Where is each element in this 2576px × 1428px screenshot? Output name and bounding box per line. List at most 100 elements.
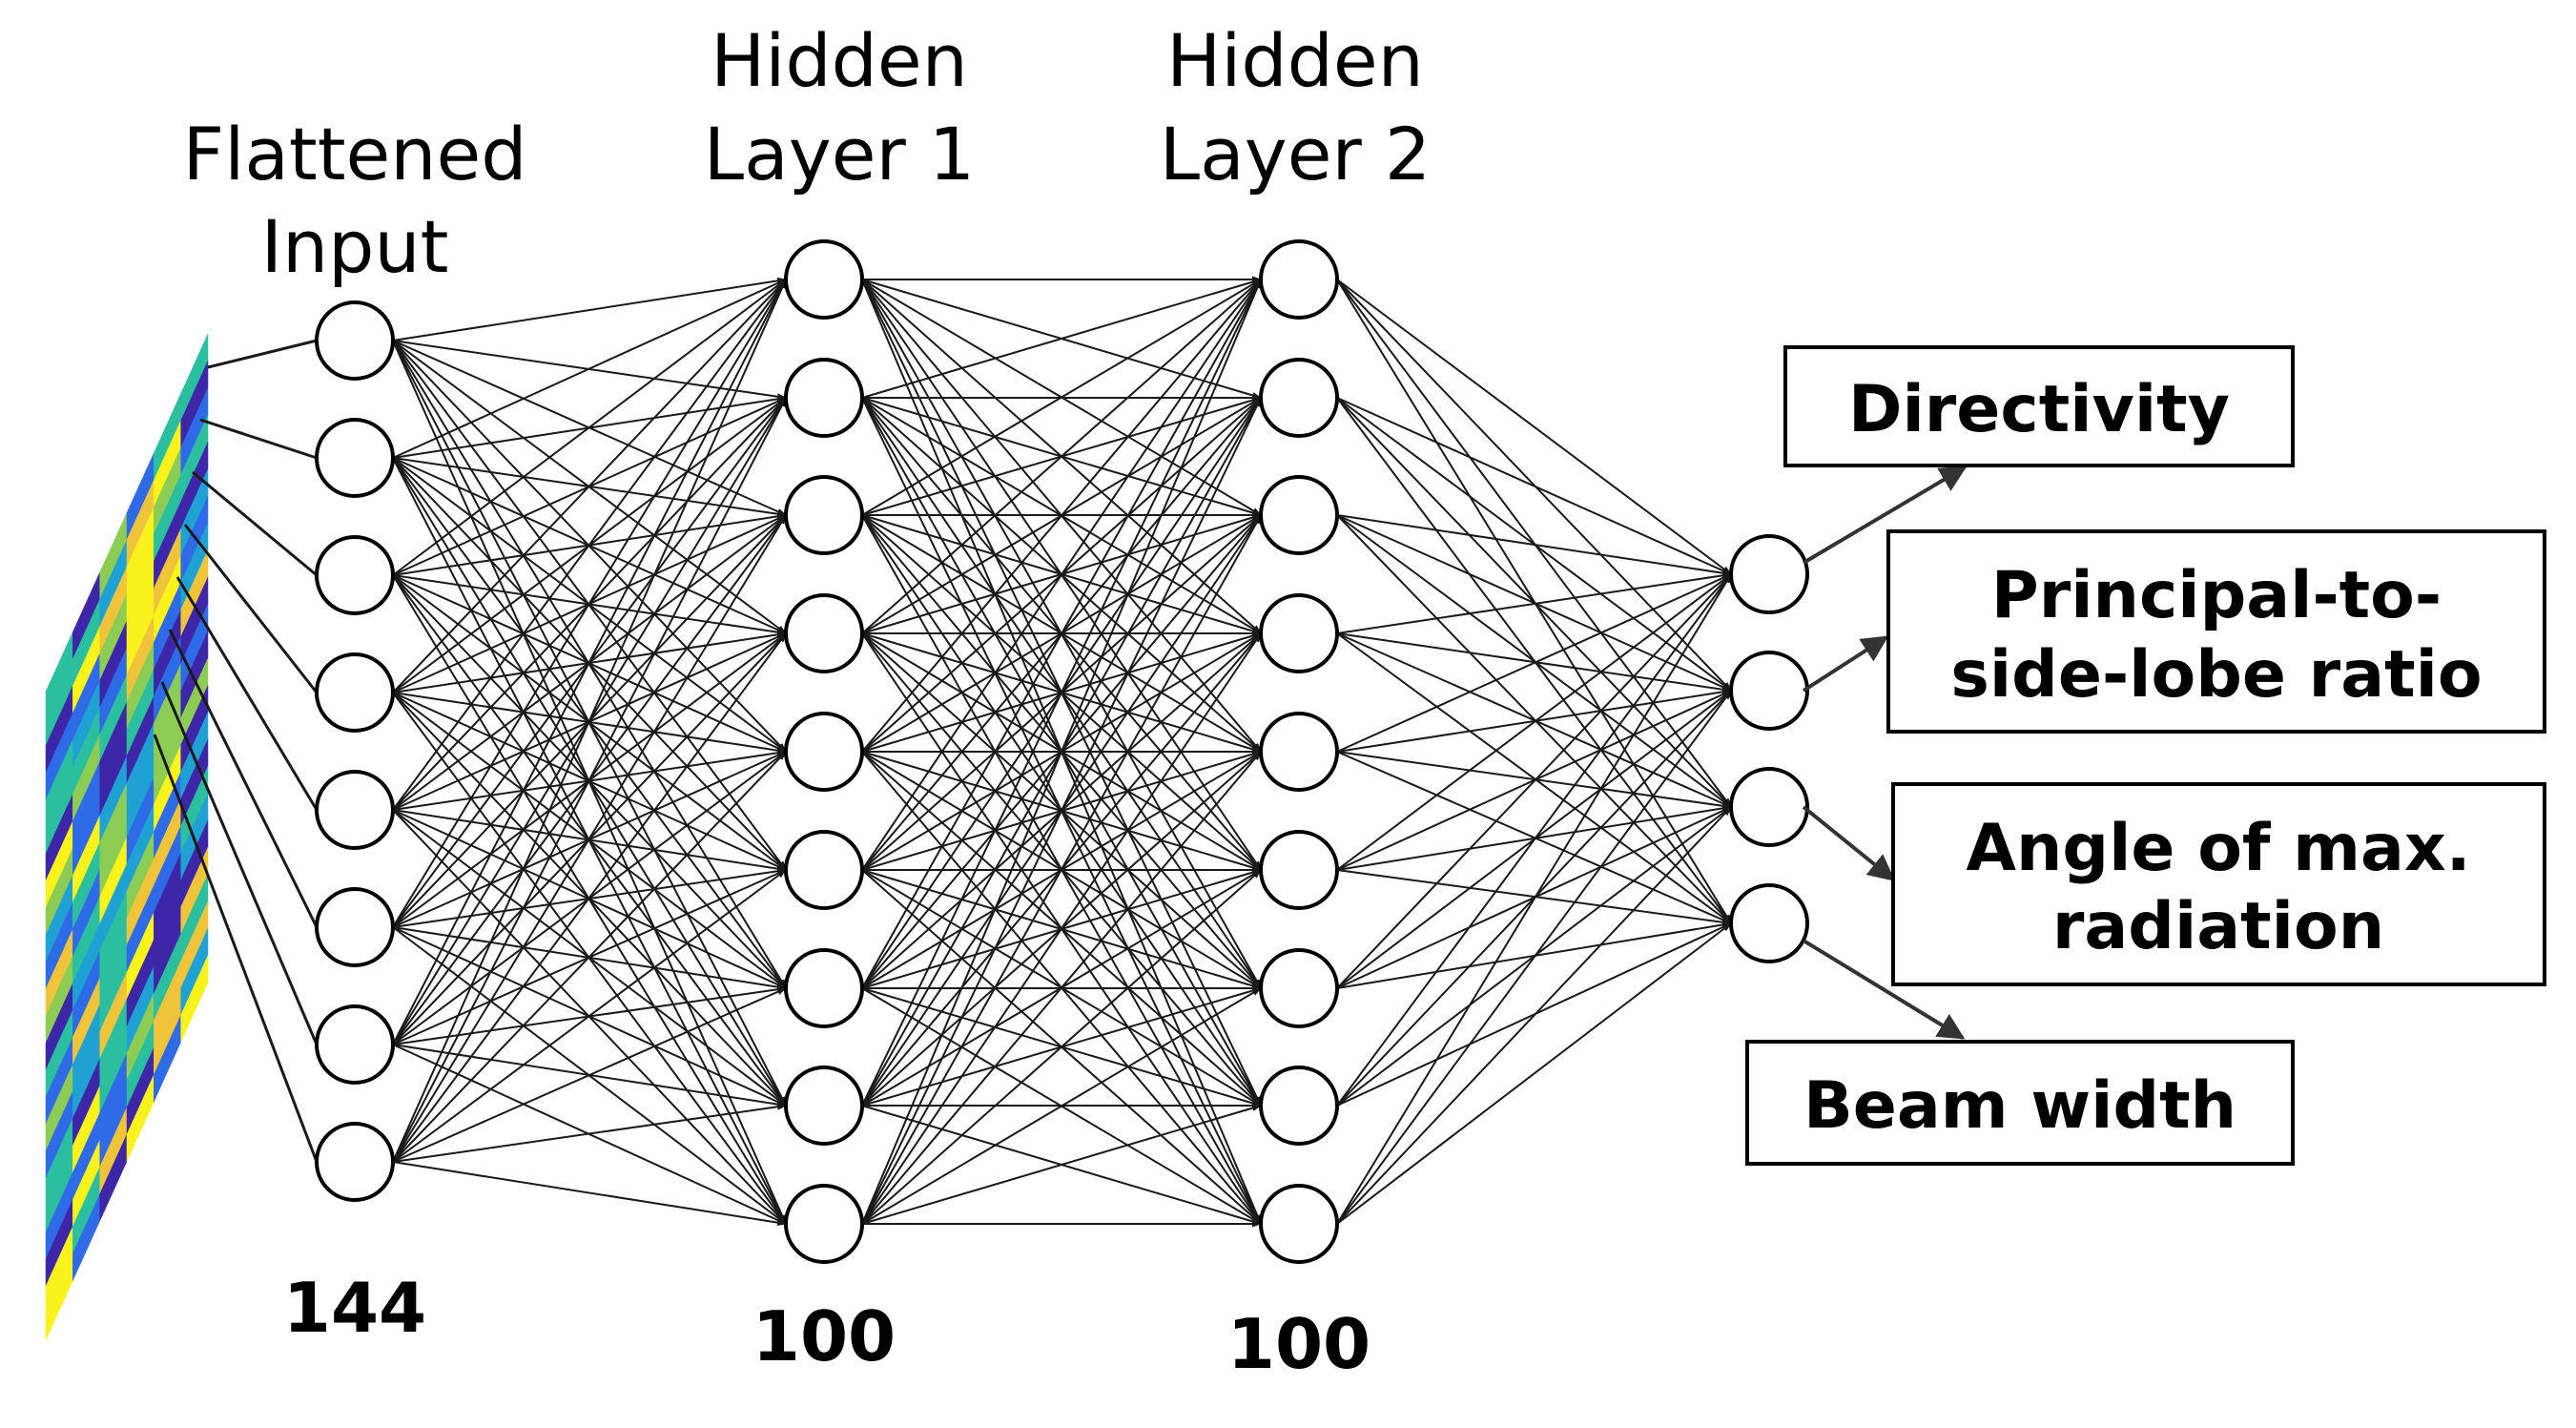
connection-edge bbox=[392, 277, 787, 341]
input-feed-edges bbox=[153, 339, 319, 1163]
connection-edge bbox=[392, 279, 787, 1045]
output-box-angle-of-max-radiation: Angle of max. radiation bbox=[1891, 782, 2546, 986]
hidden-layer-2-count: 100 bbox=[1227, 1304, 1370, 1384]
hidden-1-neuron bbox=[784, 712, 864, 792]
output-neuron bbox=[1729, 767, 1809, 847]
connection-edge bbox=[861, 279, 1262, 753]
connection-edge bbox=[392, 397, 787, 1163]
input-neuron bbox=[315, 418, 395, 498]
hidden-2-neuron bbox=[1259, 358, 1339, 438]
output-arrow bbox=[1802, 466, 1968, 565]
input-layer-title-line2: Input bbox=[261, 204, 449, 289]
input-neuron bbox=[315, 535, 395, 615]
connection-edge bbox=[1336, 806, 1732, 1225]
connection-edge bbox=[1336, 571, 1732, 634]
connection-edge bbox=[1336, 573, 1732, 1225]
connection-edge bbox=[1336, 573, 1732, 753]
heatmap-cell bbox=[180, 955, 209, 1043]
hidden-1-neuron bbox=[784, 358, 864, 438]
connection-edge bbox=[861, 751, 1262, 1225]
output-box-principal-to-side-lobe-ratio: Principal-to- side-lobe ratio bbox=[1886, 529, 2546, 734]
output-label-psl-line2: side-lobe ratio bbox=[1950, 637, 2482, 713]
output-arrow bbox=[1802, 635, 1889, 693]
output-neuron bbox=[1729, 651, 1809, 731]
input-neuron bbox=[315, 887, 395, 967]
input-feed-edge bbox=[207, 339, 318, 369]
input-feed-edge bbox=[199, 418, 318, 460]
hidden-2-neuron bbox=[1259, 593, 1339, 673]
output-label-beam-width: Beam width bbox=[1803, 1068, 2236, 1144]
connection-edge bbox=[861, 279, 1262, 871]
input-feed-edge bbox=[192, 470, 318, 577]
hidden-1-neuron bbox=[784, 239, 864, 320]
hidden-2-neuron bbox=[1259, 1184, 1339, 1264]
output-arrow bbox=[1802, 939, 1966, 1040]
hidden-layer-1-title-line1: Hidden bbox=[711, 18, 968, 103]
connection-edge bbox=[861, 869, 1262, 1225]
connection-edge bbox=[392, 632, 787, 1163]
connection-edge bbox=[392, 279, 787, 1163]
input-feed-edge bbox=[175, 576, 319, 811]
connection-edge bbox=[392, 279, 787, 459]
hidden-1-neuron bbox=[784, 593, 864, 673]
output-label-angle-line2: radiation bbox=[2052, 889, 2384, 964]
connection-edge bbox=[1336, 279, 1732, 575]
connection-edge bbox=[861, 514, 1262, 1225]
output-box-beam-width: Beam width bbox=[1745, 1040, 2295, 1166]
connection-edge bbox=[1336, 397, 1732, 575]
hidden-1-neuron bbox=[784, 948, 864, 1028]
input-feed-edge bbox=[160, 681, 319, 1045]
hidden-layer-1-count: 100 bbox=[752, 1296, 896, 1376]
output-label-angle-line1: Angle of max. bbox=[1966, 811, 2470, 886]
connection-edge bbox=[392, 279, 787, 693]
network-nodes bbox=[315, 239, 1809, 1264]
connection-edge bbox=[861, 279, 1262, 399]
connection-edge bbox=[861, 279, 1262, 989]
input-neuron bbox=[315, 652, 395, 733]
output-neuron bbox=[1729, 534, 1809, 614]
connection-edge bbox=[1336, 573, 1732, 871]
connection-edge bbox=[392, 1161, 787, 1227]
input-neuron bbox=[315, 770, 395, 850]
input-layer-title-line1: Flattened bbox=[183, 112, 527, 197]
hidden-1-neuron bbox=[784, 1066, 864, 1146]
input-neuron bbox=[315, 1004, 395, 1085]
hidden-1-neuron bbox=[784, 830, 864, 910]
output-label-directivity: Directivity bbox=[1848, 372, 2230, 447]
connection-edge bbox=[392, 869, 787, 1163]
input-feed-edge bbox=[153, 734, 319, 1163]
connection-edge bbox=[1336, 573, 1732, 989]
input-feed-edge bbox=[183, 524, 319, 693]
connection-edge bbox=[392, 1103, 787, 1163]
input-image-heatmap bbox=[45, 333, 209, 1341]
connection-edge bbox=[861, 397, 1262, 1225]
network-edges bbox=[392, 276, 1732, 1228]
connection-edge bbox=[392, 279, 787, 928]
connection-edge bbox=[861, 632, 1262, 1225]
output-neuron bbox=[1729, 883, 1809, 963]
connection-edge bbox=[392, 987, 787, 1163]
input-neuron bbox=[315, 1122, 395, 1202]
input-neuron bbox=[315, 300, 395, 381]
connection-edge bbox=[392, 279, 787, 811]
hidden-1-neuron bbox=[784, 1184, 864, 1264]
hidden-layer-1-title-line2: Layer 1 bbox=[704, 112, 975, 197]
connection-edge bbox=[1336, 690, 1732, 1225]
output-box-directivity: Directivity bbox=[1783, 345, 2295, 467]
connection-edge bbox=[861, 279, 1262, 1225]
connection-edge bbox=[392, 514, 787, 1163]
connection-edge bbox=[861, 1105, 1262, 1225]
hidden-1-neuron bbox=[784, 475, 864, 555]
connection-edge bbox=[1336, 573, 1732, 1107]
connection-edge bbox=[1336, 514, 1732, 577]
connection-edge bbox=[861, 279, 1262, 516]
connection-edge bbox=[392, 279, 787, 576]
output-arrows bbox=[1802, 466, 1968, 1040]
connection-edge bbox=[392, 751, 787, 1163]
connection-edge bbox=[861, 279, 1262, 1107]
hidden-2-neuron bbox=[1259, 948, 1339, 1028]
output-label-psl-line1: Principal-to- bbox=[1991, 558, 2442, 633]
hidden-2-neuron bbox=[1259, 712, 1339, 792]
connection-edge bbox=[861, 279, 1262, 634]
